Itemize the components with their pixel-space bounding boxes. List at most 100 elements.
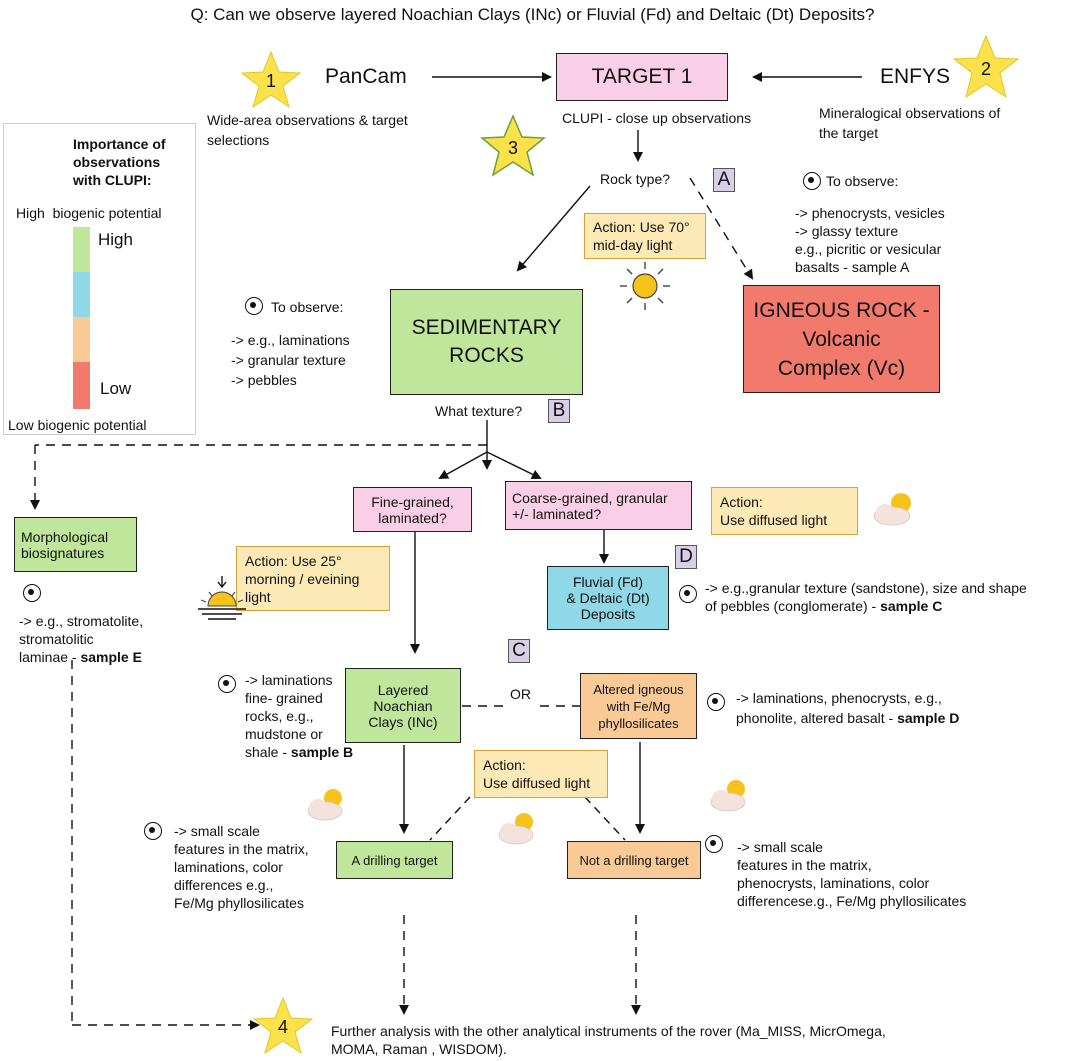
cloudy-sun-icon — [873, 493, 911, 526]
legend-panel — [3, 123, 196, 435]
clays-obs-line3: rocks, e.g., — [245, 708, 314, 724]
target-box: TARGET 1 — [556, 53, 728, 101]
fluvial-box: Fluvial (Fd)& Deltaic (Dt)Deposits — [547, 566, 669, 630]
legend-swatch-red — [73, 362, 90, 409]
coarse-line2: +/- laminated? — [512, 505, 602, 522]
observe-icon — [803, 172, 821, 190]
morpho-line2: biosignatures — [21, 544, 105, 561]
igneous-sample: sample A — [851, 259, 910, 275]
morpho-obs-line1: -> e.g., stromatolite, — [19, 613, 144, 629]
action-70-line1: Action: Use 70° — [593, 219, 690, 235]
cloudy-sun-icon — [498, 813, 534, 845]
clays-obs-line5: shale - sample B — [245, 744, 354, 760]
clupi-label: CLUPI - close up observations — [562, 110, 752, 126]
legend-low: Low — [100, 379, 132, 398]
star-4-icon: 4 — [252, 996, 314, 1055]
pancam-desc-1: Wide-area observations & target — [207, 112, 408, 128]
clays-obs-line1: -> laminations — [245, 672, 333, 688]
fluvial-line1: Fluvial (Fd) — [572, 574, 643, 590]
star-1-number: 1 — [266, 71, 276, 91]
observe-icon — [679, 585, 697, 603]
star-3-number: 3 — [508, 138, 518, 158]
letter-b: B — [548, 399, 570, 423]
further-line2: MOMA, Raman , WISDOM). — [331, 1041, 507, 1057]
fluvial-obs-line1: -> e.g.,granular texture (sandstone), si… — [705, 580, 1027, 596]
pancam-desc-2: selections — [207, 132, 270, 148]
fluvial-line2: & Deltaic (Dt) — [566, 590, 650, 606]
igneous-line1: IGNEOUS ROCK - — [753, 298, 930, 322]
enfys-desc-2: the target — [819, 125, 879, 141]
action-diffused-top-line2: Use diffused light — [720, 512, 828, 528]
fine-line2: laminated? — [378, 509, 447, 526]
altered-obs-line1: -> laminations, phenocrysts, e.g., — [736, 690, 942, 706]
clays-sample: sample B — [290, 744, 354, 760]
sedimentary-line1: SEDIMENTARY — [411, 316, 562, 339]
action-diffused-mid-box: Action: Use diffused light — [474, 750, 608, 798]
enfys-title: ENFYS — [880, 65, 951, 88]
line-action-notdrill — [584, 796, 626, 841]
notdrill-obs-line1: -> small scale — [737, 839, 823, 855]
notdrill-obs-line4: differencese.g., Fe/Mg phyllosilicates — [737, 893, 967, 909]
sed-observe-line3: -> pebbles — [231, 372, 297, 388]
action-diffused-top-box: Action: Use diffused light — [711, 487, 858, 535]
drilling-target-box: A drilling target — [336, 841, 453, 879]
morpho-line1: Morphological — [21, 528, 109, 545]
observe-icon — [245, 297, 263, 315]
fine-grained-box: Fine-grained,laminated? — [353, 487, 472, 532]
what-texture-question: What texture? — [435, 403, 523, 419]
igneous-observe-line4: basalts - sample A — [795, 259, 910, 275]
pancam-title: PanCam — [325, 65, 407, 88]
drill-obs-line4: differences e.g., — [174, 877, 274, 893]
further-line1: Further analysis with the other analytic… — [331, 1023, 886, 1039]
action-70-box: Action: Use 70° mid-day light — [584, 213, 706, 259]
arrow-rocktype-sedimentary — [516, 185, 591, 272]
not-drilling-target-box: Not a drilling target — [567, 841, 701, 879]
clays-obs-line4: mudstone or — [245, 726, 323, 742]
sedimentary-box: SEDIMENTARY ROCKS — [390, 289, 583, 395]
altered-line3: phyllosilicates — [598, 715, 679, 731]
letter-a: A — [713, 168, 735, 192]
legend-title-2: observations — [73, 154, 161, 170]
sedimentary-line2: ROCKS — [449, 344, 524, 367]
action-diffused-mid-line2: Use diffused light — [483, 775, 591, 791]
legend-bottom-label: Low biogenic potential — [8, 417, 147, 433]
action-25-line1: Action: Use 25° — [245, 552, 342, 569]
arrow-rocktype-igneous — [689, 177, 754, 280]
drill-obs-line5: Fe/Mg phyllosilicates — [174, 895, 304, 911]
observe-icon — [144, 822, 162, 840]
coarse-grained-box: Coarse-grained, granular+/- laminated? — [505, 481, 692, 530]
drill-obs-line2: features in the matrix, — [174, 841, 309, 857]
sed-observe-line2: -> granular texture — [231, 352, 346, 368]
star-1-icon: 1 — [240, 50, 302, 109]
sed-observe-heading: To observe: — [271, 299, 344, 315]
coarse-line1: Coarse-grained, granular — [512, 489, 668, 506]
drill-obs-line1: -> small scale — [174, 823, 260, 839]
star-4-number: 4 — [278, 1017, 288, 1037]
enfys-desc-1: Mineralogical observations of — [819, 105, 1001, 121]
action-70-line2: mid-day light — [593, 237, 673, 253]
igneous-observe-heading: To observe: — [826, 173, 899, 189]
morpho-obs-line3: laminae - sample E — [19, 649, 142, 665]
action-diffused-mid-line1: Action: — [483, 757, 526, 773]
observe-icon — [23, 584, 41, 602]
cloudy-sun-icon — [307, 789, 343, 821]
observe-icon — [705, 835, 723, 853]
letter-d: D — [675, 545, 697, 569]
igneous-line2: Volcanic — [802, 327, 881, 351]
legend-swatch-orange — [73, 317, 90, 362]
action-diffused-top-line1: Action: — [720, 494, 763, 510]
altered-line1: Altered igneous — [593, 681, 684, 697]
igneous-observe-line2: -> glassy texture — [795, 223, 899, 239]
line-action-drill — [429, 796, 471, 841]
altered-sample: sample D — [897, 710, 960, 726]
clays-line1: Layered — [377, 681, 429, 698]
legend-swatch-green — [73, 227, 90, 272]
notdrill-obs-line2: features in the matrix, — [737, 857, 872, 873]
legend-high: High — [98, 230, 133, 249]
fluvial-obs-line2: of pebbles (conglomerate) - sample C — [705, 598, 943, 614]
or-label: OR — [510, 686, 531, 702]
